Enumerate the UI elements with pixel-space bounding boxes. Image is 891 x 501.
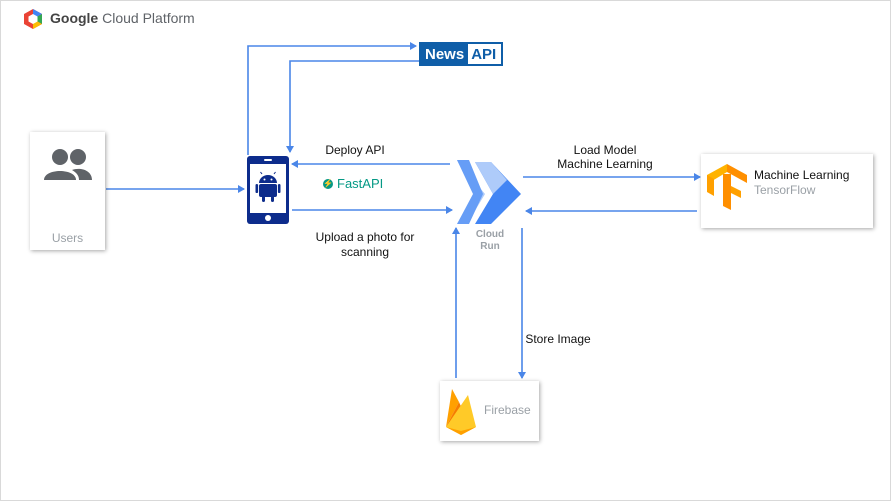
cloud-run-label-line2: Run <box>480 241 500 252</box>
ml-title: Machine Learning <box>754 168 850 182</box>
upload-photo-label-line2: scanning <box>340 245 390 259</box>
upload-photo-label-line1: Upload a photo for <box>315 230 415 244</box>
ml-node: Machine Learning TensorFlow <box>701 154 873 228</box>
tensorflow-icon <box>707 164 747 210</box>
gcp-brand: Google <box>50 10 99 26</box>
load-model-label-line2: Machine Learning <box>557 157 653 171</box>
firebase-icon <box>446 389 476 435</box>
gcp-product: Cloud Platform <box>102 10 195 26</box>
arrow-newsapi-to-phone <box>286 60 419 153</box>
deploy-api-label: Deploy API <box>325 143 385 157</box>
users-label: Users <box>51 231 84 245</box>
arrow-phone-to-newsapi <box>247 42 417 155</box>
firebase-node: Firebase <box>440 381 539 441</box>
firebase-label: Firebase <box>484 403 531 417</box>
newsapi-logo: News API <box>419 42 503 66</box>
android-phone-icon <box>247 156 289 224</box>
fastapi-label: FastAPI <box>337 176 384 191</box>
ml-subtitle: TensorFlow <box>754 183 816 197</box>
users-node: Users <box>30 132 105 250</box>
cloud-run-label-line1: Cloud <box>475 229 505 240</box>
newsapi-part2: API <box>471 46 497 63</box>
gcp-logo-icon <box>24 9 42 29</box>
users-icon <box>44 149 92 180</box>
store-image-label: Store Image <box>525 332 591 346</box>
cloud-run-icon <box>457 160 521 224</box>
load-model-label-line1: Load Model <box>573 143 637 157</box>
fastapi-bolt-icon: ⚡ <box>323 178 333 189</box>
newsapi-part1: News <box>421 44 469 64</box>
fastapi-logo: ⚡ FastAPI <box>323 176 383 191</box>
gcp-title: Google Cloud Platform <box>50 10 195 26</box>
